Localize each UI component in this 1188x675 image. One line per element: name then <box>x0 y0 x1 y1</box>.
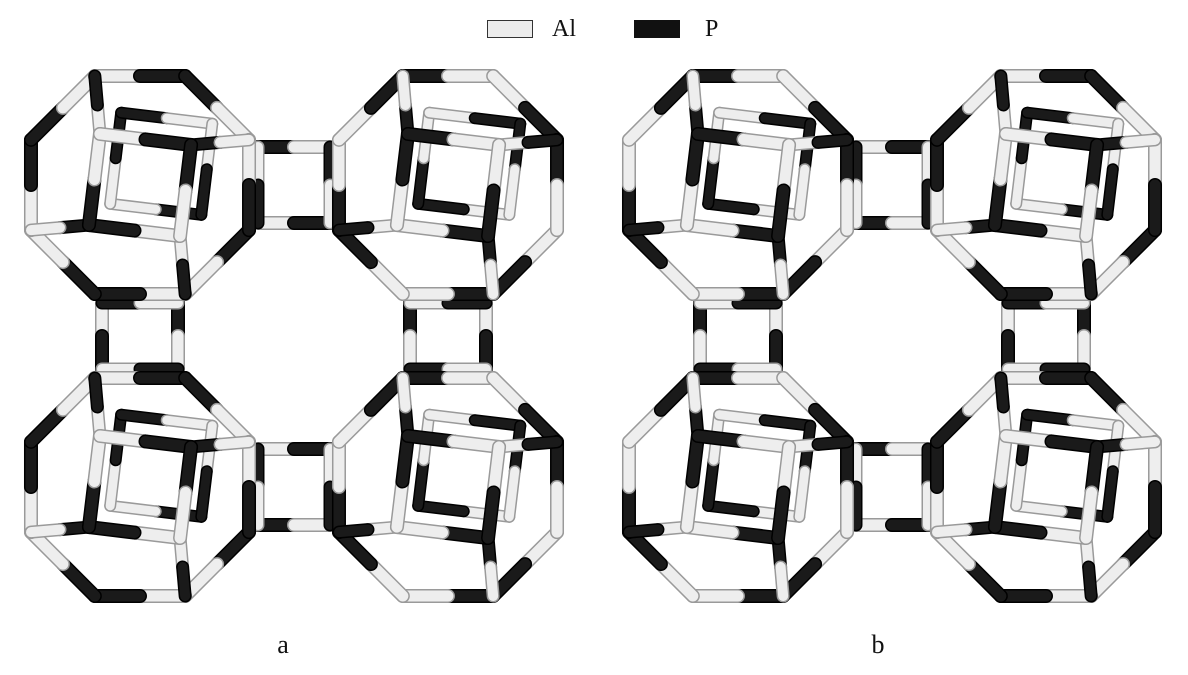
four-ring-linker <box>251 442 337 532</box>
sodalite-cage <box>929 370 1163 604</box>
legend-label-p: P <box>705 16 719 42</box>
sodalite-cage <box>929 68 1163 302</box>
sodalite-cage <box>23 68 257 302</box>
four-ring-linker <box>1001 296 1091 376</box>
legend: Al P <box>0 12 1188 52</box>
four-ring-linker <box>95 296 185 376</box>
panel-label-a: a <box>277 630 289 659</box>
four-ring-linker <box>849 442 935 532</box>
panel-label-b: b <box>871 630 885 659</box>
sodalite-cage <box>331 370 565 604</box>
sodalite-cage <box>621 68 855 302</box>
legend-label-al: Al <box>552 16 576 42</box>
four-ring-linker <box>251 140 337 230</box>
four-ring-linker <box>693 296 783 376</box>
legend-swatch-p <box>634 20 680 38</box>
framework-structure-b <box>621 68 1163 604</box>
sodalite-cage <box>621 370 855 604</box>
framework-structure-a <box>23 68 565 604</box>
four-ring-linker <box>849 140 935 230</box>
four-ring-linker <box>403 296 493 376</box>
sodalite-cage <box>331 68 565 302</box>
sodalite-cage <box>23 370 257 604</box>
legend-swatch-al <box>487 20 533 38</box>
